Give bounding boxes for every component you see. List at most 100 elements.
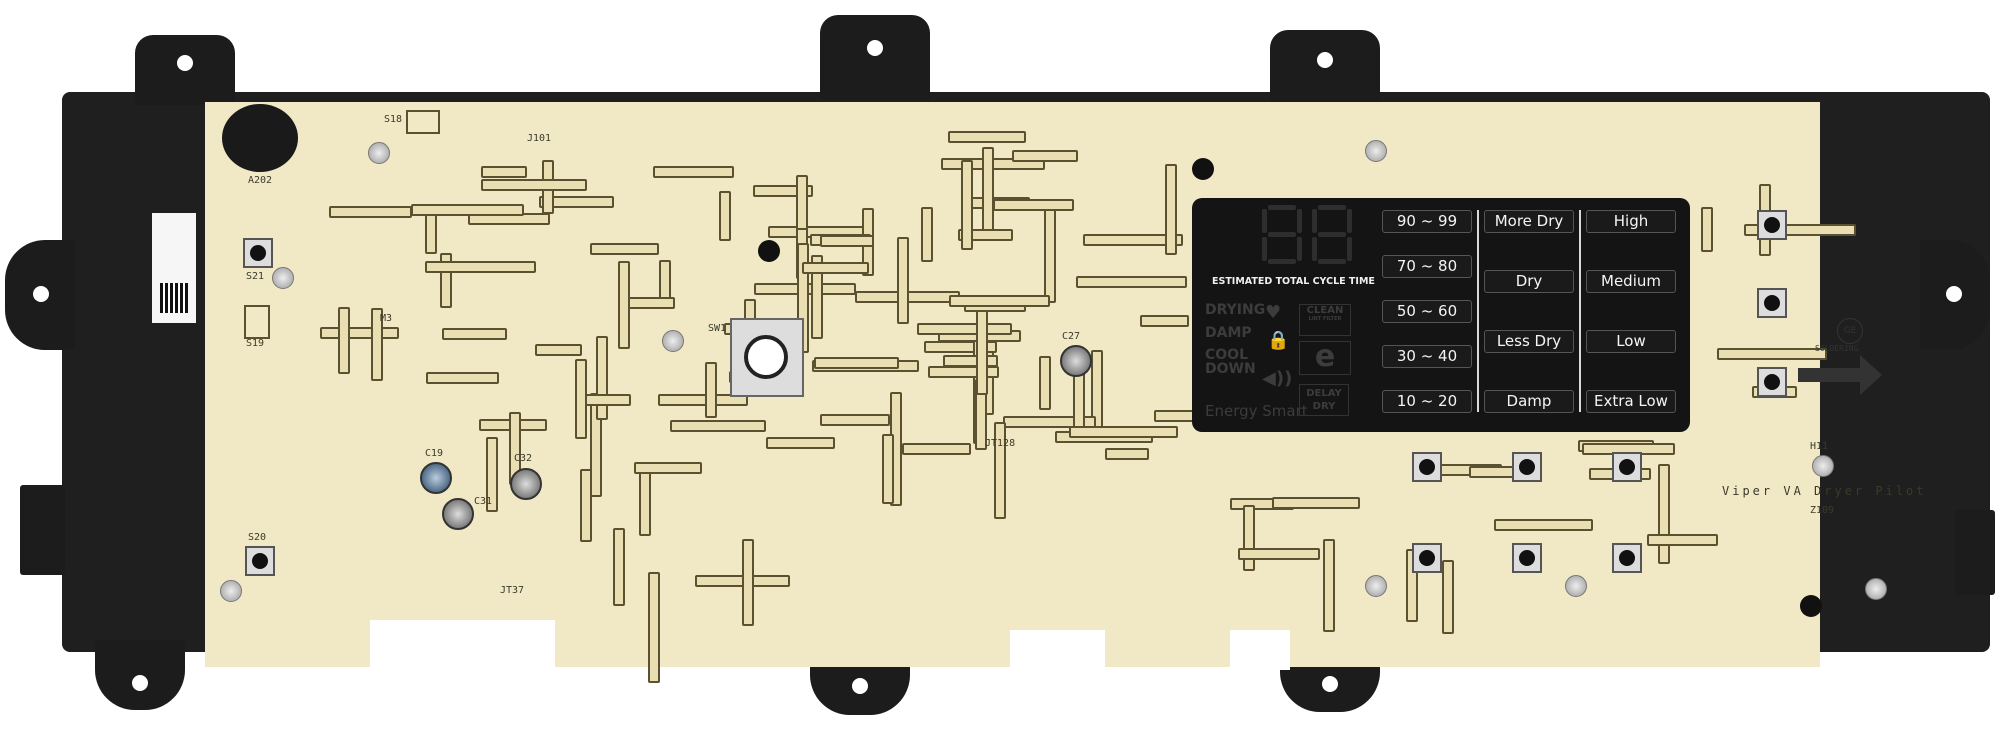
time-button-70-80[interactable]: 70 ~ 80 (1382, 255, 1472, 278)
jumper-wire (328, 206, 413, 219)
tact-switch-s21[interactable] (243, 238, 273, 268)
tact-switch-s20[interactable] (245, 546, 275, 576)
jumper-wire (1039, 356, 1052, 411)
jumper-wire (534, 344, 583, 357)
tact-switch-s4[interactable] (1757, 210, 1787, 240)
mounting-tab-top-right (1270, 30, 1380, 105)
dryness-button-damp[interactable]: Damp (1484, 390, 1574, 413)
ge-logo: GE (1837, 318, 1863, 344)
jumper-wire (1139, 315, 1190, 328)
jumper-wire (647, 572, 660, 683)
jumper-wire (948, 295, 1050, 308)
jumper-wire (993, 198, 1074, 211)
connector-s19 (244, 305, 270, 339)
mounting-tab-top-center (820, 15, 930, 100)
dryness-button-dry[interactable]: Dry (1484, 270, 1574, 293)
silk-label: A202 (248, 175, 273, 186)
seven-segment-display (1262, 205, 1357, 267)
digit-segment (1318, 205, 1346, 210)
time-button-50-60[interactable]: 50 ~ 60 (1382, 300, 1472, 323)
jumper-wire (579, 469, 592, 543)
jumper-wire (538, 195, 615, 208)
silk-label: Z109 (1810, 505, 1835, 516)
jumper-wire (669, 420, 766, 433)
rotary-selector[interactable] (730, 318, 804, 397)
digit-segment (1297, 209, 1302, 233)
jumper-wire (741, 539, 754, 627)
jumper-wire (338, 306, 351, 374)
screw-bottom-2 (1565, 575, 1587, 597)
connector-s18 (406, 110, 440, 134)
mounting-tab-left (5, 240, 75, 350)
mounting-tab-bottom-left (95, 640, 185, 710)
jumper-wire (639, 472, 652, 536)
dryness-button-less-dry[interactable]: Less Dry (1484, 330, 1574, 353)
tact-switch-s6[interactable] (1612, 543, 1642, 573)
jumper-wire (1493, 518, 1594, 531)
digit-segment (1268, 205, 1296, 210)
jumper-wire (947, 131, 1027, 144)
lint-filter-label: LINT FILTER (1308, 316, 1342, 322)
jumper-wire (1646, 533, 1718, 546)
capacitor-c19 (420, 462, 452, 494)
jumper-wire (704, 361, 717, 419)
buzzer (222, 104, 298, 172)
jumper-wire (1272, 497, 1361, 510)
tact-switch-s7[interactable] (1612, 452, 1642, 482)
jumper-wire (1243, 504, 1256, 571)
screw-bottom-right (1865, 578, 1887, 600)
heat-button-low[interactable]: Low (1586, 330, 1676, 353)
jumper-wire (1043, 200, 1056, 303)
jumper-wire (927, 366, 1000, 379)
dryness-button-more-dry[interactable]: More Dry (1484, 210, 1574, 233)
status-cool-down: COOL DOWN (1205, 347, 1256, 377)
tact-switch-s2[interactable] (1757, 367, 1787, 397)
panel-divider (1579, 210, 1581, 412)
screw-left-bottom (220, 580, 242, 602)
volume-icon: ◀)) (1262, 368, 1293, 389)
digit-segment (1297, 237, 1302, 261)
jumper-wire (618, 260, 631, 350)
mounting-hole (758, 240, 780, 262)
jumper-wire (820, 235, 875, 248)
digit-segment (1312, 237, 1317, 261)
jumper-wire (1002, 416, 1096, 429)
board-cutout-3 (1230, 630, 1290, 670)
time-button-10-20[interactable]: 10 ~ 20 (1382, 390, 1472, 413)
tact-switch-s14[interactable] (1412, 452, 1442, 482)
tact-switch-s3[interactable] (1757, 288, 1787, 318)
time-button-90-99[interactable]: 90 ~ 99 (1382, 210, 1472, 233)
silk-label: JT128 (985, 438, 1016, 449)
jumper-wire (1701, 207, 1714, 253)
digit-segment (1318, 259, 1346, 264)
silk-label-h11: H11 (1810, 441, 1829, 452)
silk-label-c31: C31 (474, 496, 493, 507)
heat-button-extra-low[interactable]: Extra Low (1586, 390, 1676, 413)
jumper-wire (486, 437, 499, 513)
digit-segment (1312, 209, 1317, 233)
jumper-wire (882, 433, 895, 504)
tact-switch-s9[interactable] (1512, 543, 1542, 573)
jumper-wire (819, 413, 890, 426)
jumper-wire (1075, 276, 1188, 289)
heat-button-high[interactable]: High (1586, 210, 1676, 233)
tact-switch-s13[interactable] (1412, 543, 1442, 573)
time-button-30-40[interactable]: 30 ~ 40 (1382, 345, 1472, 368)
silk-label-s19: S19 (246, 338, 265, 349)
board-cutout-1 (370, 620, 555, 670)
digit-segment (1262, 209, 1267, 233)
tact-switch-s10[interactable] (1512, 452, 1542, 482)
jumper-wire (896, 237, 909, 325)
jumper-wire (626, 296, 675, 309)
silk-label: JT37 (500, 585, 525, 596)
jumper-wire (976, 298, 989, 395)
silk-label-s21: S21 (246, 271, 265, 282)
jumper-wire (590, 242, 660, 255)
heat-button-medium[interactable]: Medium (1586, 270, 1676, 293)
cycle-time-caption: ESTIMATED TOTAL CYCLE TIME (1212, 276, 1375, 287)
clip-right (1955, 510, 1995, 595)
jumper-wire (902, 442, 971, 455)
jumper-wire (1441, 559, 1454, 635)
soldering-label: SOLDERING (1815, 344, 1859, 353)
